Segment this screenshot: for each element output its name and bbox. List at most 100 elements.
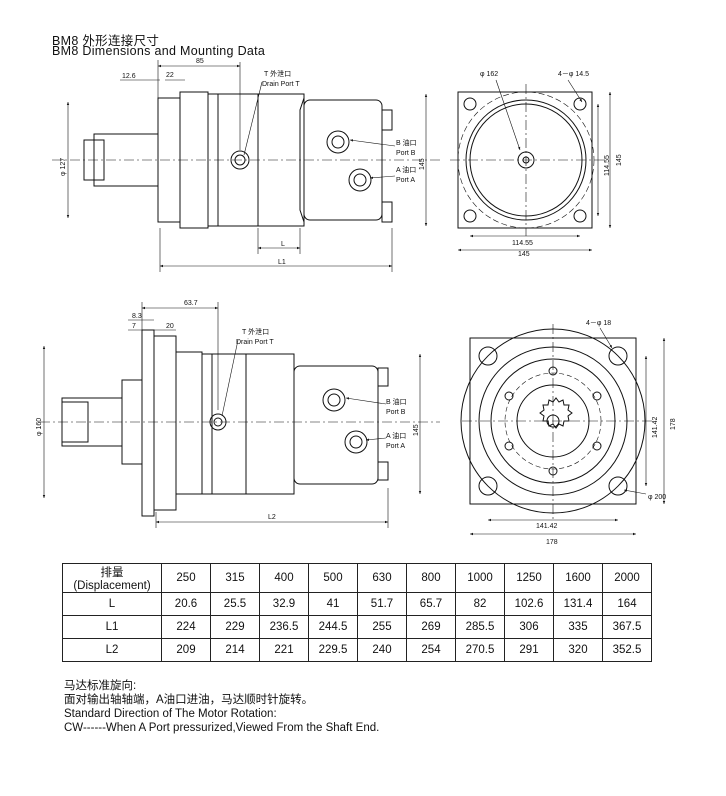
- mount-hole: [608, 476, 628, 496]
- table-cell: 236.5: [259, 615, 309, 639]
- table-cell: 82: [455, 592, 505, 616]
- table-cell: 255: [357, 615, 407, 639]
- label-drain-port-en: Drain Port T: [236, 339, 274, 346]
- dim-4-holes-14-5: 4－φ 14.5: [558, 71, 589, 78]
- table-header-cell: 1000: [455, 563, 505, 593]
- dim-7: 7: [132, 323, 136, 330]
- mounting-flange: [141, 329, 155, 517]
- dim-phi160: φ 160: [36, 418, 43, 436]
- table-cell: 224: [161, 615, 211, 639]
- table-cell: 270.5: [455, 638, 505, 662]
- table-cell: 320: [553, 638, 603, 662]
- mount-hole: [573, 97, 587, 111]
- table-cell: 244.5: [308, 615, 358, 639]
- dim-L: L: [281, 241, 285, 248]
- dim-63-7: 63.7: [184, 300, 198, 307]
- table-cell: 254: [406, 638, 456, 662]
- dim-phi162: φ 162: [480, 71, 498, 78]
- table-cell: 306: [504, 615, 554, 639]
- table-header-cell: 315: [210, 563, 260, 593]
- dimension-table: 排量 (Displacement) 250 315 400 500 630 80…: [62, 563, 652, 662]
- port-plug-top: [377, 367, 389, 387]
- table-cell: L1: [62, 615, 162, 639]
- port-plug-bottom: [381, 201, 393, 223]
- label-drain-port-cn: T 外泄口: [264, 69, 291, 78]
- spline-shaft-end: [539, 397, 573, 429]
- table-header-cell: 400: [259, 563, 309, 593]
- table-cell: 240: [357, 638, 407, 662]
- table-header-cell: 500: [308, 563, 358, 593]
- table-header-cell: 2000: [602, 563, 652, 593]
- dim-L2: L2: [268, 514, 276, 521]
- port-plug-top: [381, 109, 393, 131]
- port-a: [344, 430, 368, 454]
- table-cell: 164: [602, 592, 652, 616]
- table-cell: 269: [406, 615, 456, 639]
- dim-141-42-vertical: 141.42: [652, 416, 659, 438]
- dim-145: 145: [419, 158, 426, 170]
- table-header-row: 排量 (Displacement) 250 315 400 500 630 80…: [62, 563, 652, 593]
- table-header-cell: 1250: [504, 563, 554, 593]
- dim-145-vertical: 145: [616, 154, 623, 166]
- dim-20: 20: [166, 323, 174, 330]
- valve-block: [303, 99, 383, 221]
- port-plug-bottom: [377, 461, 389, 481]
- dim-145: 145: [413, 424, 420, 436]
- port-b: [326, 130, 350, 154]
- table-cell: 65.7: [406, 592, 456, 616]
- dim-141-42-horizontal: 141.42: [536, 523, 558, 530]
- rotation-note-heading-cn: 马达标准旋向:: [64, 680, 137, 692]
- dim-22: 22: [166, 72, 174, 79]
- end-view-2: [460, 324, 666, 536]
- label-drain-port-en: Drain Port T: [262, 81, 300, 88]
- table-cell: 335: [553, 615, 603, 639]
- table-row: L1 224 229 236.5 244.5 255 269 285.5 306…: [62, 615, 652, 639]
- label-port-b-cn: B 油口: [386, 397, 407, 406]
- label-drain-port-cn: T 外泄口: [242, 327, 269, 336]
- table-cell: 20.6: [161, 592, 211, 616]
- dim-114-55-horizontal: 114.55: [512, 240, 533, 247]
- table-cell: 102.6: [504, 592, 554, 616]
- table-cell: 41: [308, 592, 358, 616]
- label-port-a-en: Port A: [386, 443, 405, 450]
- label-port-a-cn: A 油口: [386, 431, 406, 440]
- table-cell: L: [62, 592, 162, 616]
- rotation-note-heading-en: Standard Direction of The Motor Rotation…: [64, 708, 277, 720]
- dim-85: 85: [196, 58, 204, 65]
- drain-port-t: [209, 413, 227, 431]
- valve-block: [293, 365, 379, 485]
- dim-114-55-vertical: 114.55: [604, 155, 611, 176]
- flange-body: [153, 335, 177, 511]
- mount-hole: [478, 476, 498, 496]
- rotation-note-body-en: CW------When A Port pressurized,Viewed F…: [64, 722, 380, 734]
- table-header-cell: 630: [357, 563, 407, 593]
- table-row: L 20.6 25.5 32.9 41 51.7 65.7 82 102.6 1…: [62, 592, 652, 616]
- table-cell: 131.4: [553, 592, 603, 616]
- side-view-2: [40, 302, 440, 528]
- table-cell: 229: [210, 615, 260, 639]
- label-port-b-en: Port B: [386, 409, 406, 416]
- table-cell: L2: [62, 638, 162, 662]
- table-cell: 214: [210, 638, 260, 662]
- mount-hole: [463, 209, 477, 223]
- dim-145-horizontal: 145: [518, 251, 530, 258]
- label-port-b-cn: B 油口: [396, 138, 417, 147]
- table-row: L2 209 214 221 229.5 240 254 270.5 291 3…: [62, 638, 652, 662]
- end-view-1: [450, 79, 612, 252]
- table-header-cell: 排量 (Displacement): [62, 563, 162, 593]
- dim-4-holes-18: 4－φ 18: [586, 320, 611, 327]
- table-cell: 291: [504, 638, 554, 662]
- table-cell: 51.7: [357, 592, 407, 616]
- side-view-1: [52, 60, 440, 272]
- mounting-drawings: 12.6 22 85 T 外泄口 Drain Port T B 油口 Port …: [36, 58, 677, 546]
- dim-178-vertical: 178: [670, 418, 677, 430]
- table-header-cell: 250: [161, 563, 211, 593]
- dim-8-3: 8.3: [132, 313, 142, 320]
- dim-phi200: φ 200: [648, 494, 666, 501]
- dim-L1: L1: [278, 259, 286, 266]
- label-port-a-en: Port A: [396, 177, 415, 184]
- motor-housing: [201, 353, 295, 495]
- mount-hole: [478, 346, 498, 366]
- table-cell: 221: [259, 638, 309, 662]
- port-b: [322, 388, 346, 412]
